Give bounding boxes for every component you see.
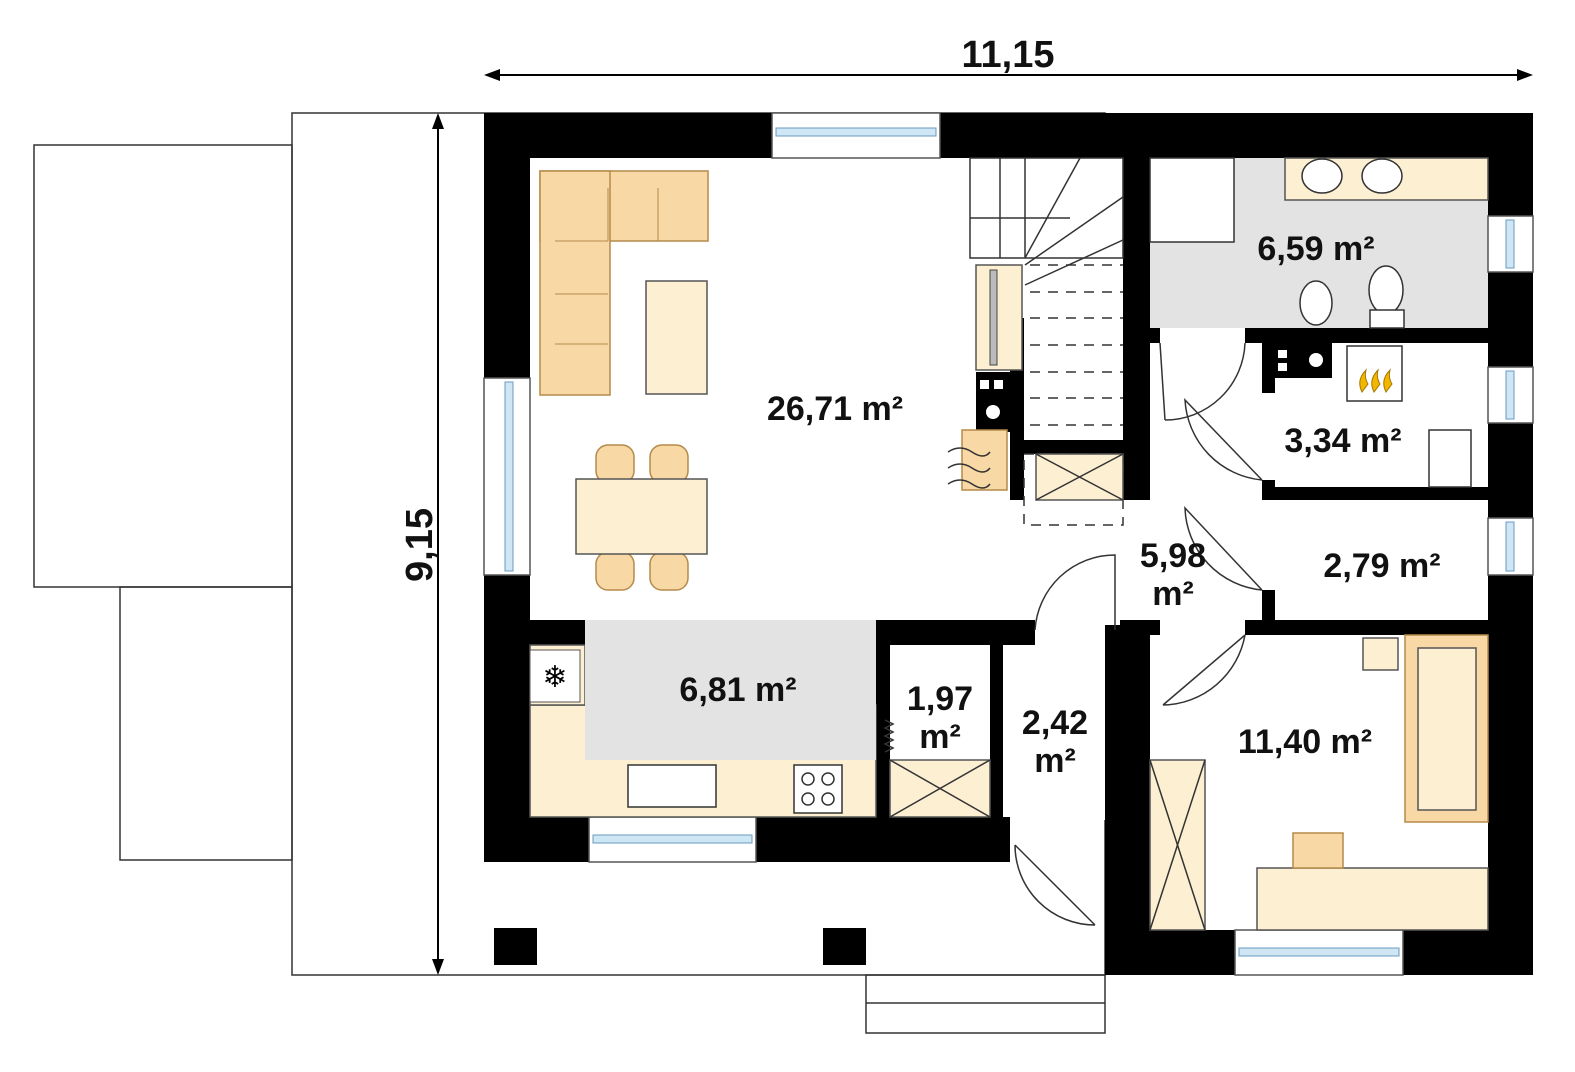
fireplace-icon [947,429,1008,491]
room-area-storage: 2,79 m² [1323,547,1440,585]
room-area-hall-unit: m² [1152,575,1194,613]
dimension-depth: 9,15 [399,113,444,975]
sink-icon [627,764,717,808]
shower-icon [1149,157,1235,243]
bidet-icon [1299,280,1333,326]
room-area-hall: 5,98 [1140,537,1206,575]
doors [883,342,1263,926]
walls [484,113,1533,975]
column [823,928,866,965]
staircase [969,157,1124,526]
boiler-fixtures [1262,343,1472,488]
width-label: 11,15 [962,34,1055,76]
room-area-pantry: 1,97 [907,680,973,718]
freezer-icon: ❄ [542,661,567,694]
coffee-table [645,280,708,395]
room-area-vestibule: 2,42 [1022,704,1088,742]
room-area-pantry-unit: m² [919,718,961,756]
room-area-bathroom: 6,59 m² [1257,230,1374,268]
washbasin-icon [1301,158,1343,194]
room-area-boiler: 3,34 m² [1284,422,1401,460]
depth-label: 9,15 [399,508,441,582]
entrance-steps [865,974,1106,1034]
hob-icon [793,764,843,814]
room-area-kitchen: 6,81 m² [679,671,796,709]
windows [483,112,1534,976]
dining-table [575,444,708,591]
stove-icon [1428,429,1472,488]
dimension-width: 11,15 [484,34,1533,81]
washbasin-icon [1361,158,1403,194]
room-area-vestibule-unit: m² [1034,742,1076,780]
toilet-icon [1368,265,1404,315]
column [494,928,537,965]
kitchen-counter: ❄ [529,620,991,818]
room-area-living: 26,71 m² [767,390,903,428]
bathroom-fixtures [1149,157,1489,329]
corner-sofa [539,170,709,396]
bedroom-furniture [1149,634,1489,931]
room-area-bedroom: 11,40 m² [1238,723,1372,761]
